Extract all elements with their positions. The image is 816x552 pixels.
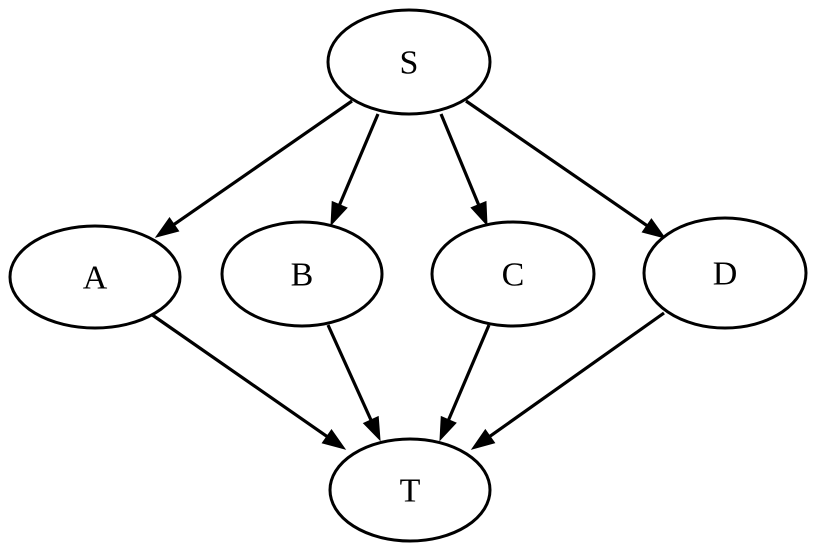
arrowhead-icon <box>362 415 381 442</box>
node-ellipse[interactable] <box>328 437 492 543</box>
graph-node-t[interactable]: T <box>328 437 492 543</box>
graph-node-b[interactable]: B <box>220 220 384 328</box>
edges-layer <box>147 99 667 450</box>
arrowhead-icon <box>154 217 180 238</box>
graph-node-d[interactable]: D <box>642 216 808 330</box>
node-label: A <box>83 260 108 297</box>
nodes-layer: S A B C D T <box>8 8 808 543</box>
edge-s-to-a <box>154 99 353 238</box>
arrowhead-icon <box>641 218 667 239</box>
edge-c-to-t <box>439 324 491 442</box>
node-label: B <box>291 257 314 294</box>
edge-line <box>171 99 353 227</box>
node-ellipse[interactable] <box>8 224 182 330</box>
edge-line <box>465 99 650 228</box>
arrowhead-icon <box>321 428 347 450</box>
edge-line <box>147 310 330 439</box>
graph-node-c[interactable]: C <box>430 220 596 328</box>
node-ellipse[interactable] <box>642 216 808 330</box>
arrowhead-icon <box>439 415 457 442</box>
node-label: S <box>400 45 419 82</box>
edge-b-to-t <box>326 324 381 442</box>
node-ellipse[interactable] <box>430 220 596 328</box>
edge-line <box>439 113 481 208</box>
edge-a-to-t <box>147 310 347 450</box>
edge-s-to-b <box>330 113 380 227</box>
edge-line <box>487 311 665 439</box>
arrowhead-icon <box>470 200 488 227</box>
edge-s-to-c <box>439 113 488 227</box>
arrowhead-icon <box>330 200 348 227</box>
edge-s-to-d <box>465 99 667 239</box>
node-ellipse[interactable] <box>326 8 492 116</box>
edge-line <box>446 324 491 423</box>
graph-node-s[interactable]: S <box>326 8 492 116</box>
node-label: C <box>502 257 525 294</box>
edge-line <box>326 324 374 423</box>
edge-line <box>337 113 380 208</box>
node-label: D <box>713 256 738 293</box>
node-label: T <box>400 473 421 510</box>
graph-node-a[interactable]: A <box>8 224 182 330</box>
arrowhead-icon <box>470 428 496 450</box>
edge-d-to-t <box>470 311 665 450</box>
node-ellipse[interactable] <box>220 220 384 328</box>
